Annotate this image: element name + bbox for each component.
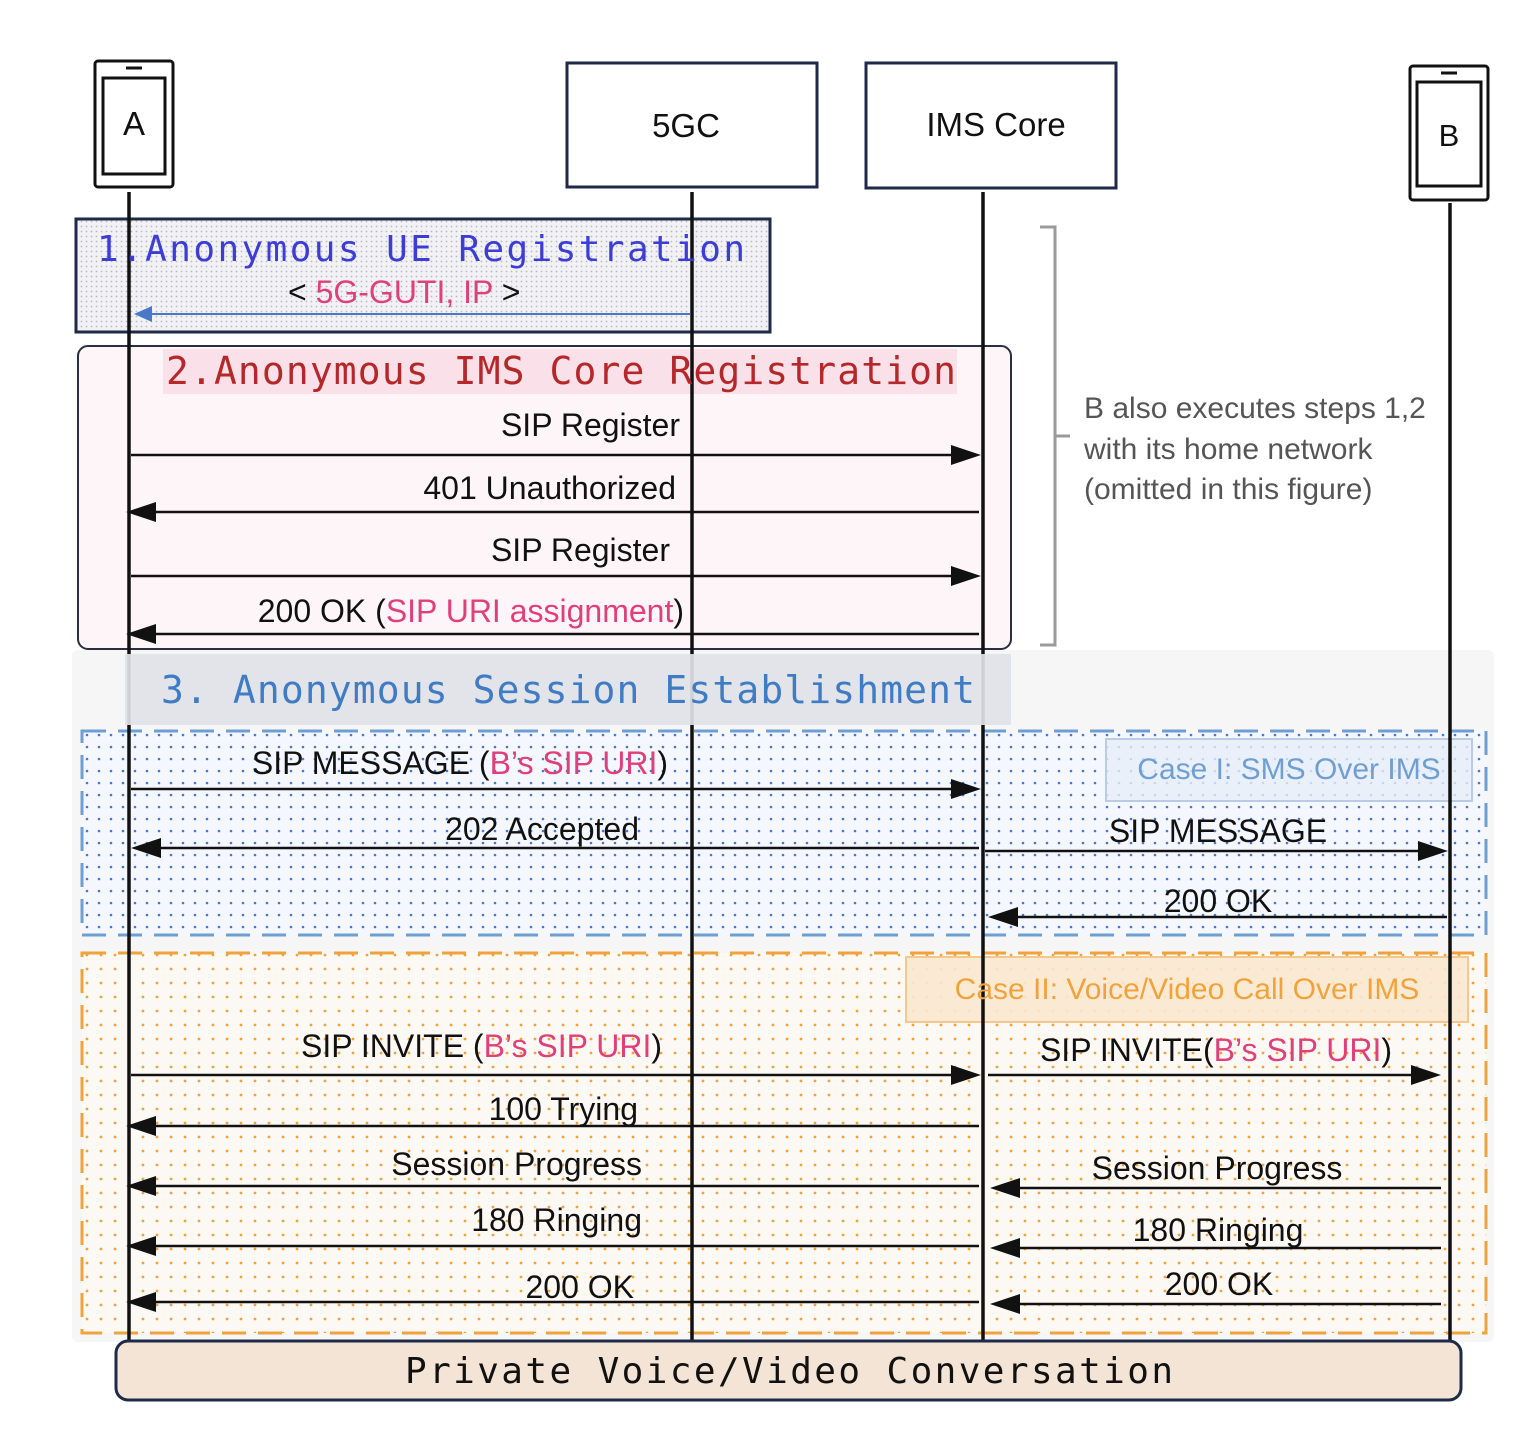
msg-sip-invite-b-arrowhead bbox=[1411, 1065, 1441, 1085]
participant-ims-core: IMS Core bbox=[864, 61, 1118, 190]
msg-180-ringing-a-label: 180 Ringing bbox=[471, 1202, 642, 1238]
msg-180-ringing-b-arrowhead bbox=[990, 1238, 1020, 1258]
msg-200-ok-sms-text: 200 OK bbox=[1164, 883, 1273, 919]
msg-200-ok-call-a-arrowhead bbox=[126, 1292, 156, 1312]
phone-screen bbox=[101, 76, 167, 176]
conversation-bar bbox=[114, 1339, 1463, 1402]
msg-401-unauthorized-text: 401 Unauthorized bbox=[423, 470, 676, 506]
step1-subtitle: < 5G-GUTI, IP > bbox=[288, 274, 520, 310]
participant-5gc: 5GC bbox=[565, 61, 819, 189]
participant-5gc-label: 5GC bbox=[652, 107, 720, 144]
step1-sub-close: > bbox=[493, 274, 521, 310]
case1-label: Case I: SMS Over IMS bbox=[1137, 753, 1440, 786]
msg-200-ok-uri-highlight: SIP URI assignment bbox=[386, 593, 674, 629]
msg-200-ok-call-b-label: 200 OK bbox=[1165, 1266, 1274, 1302]
msg-session-progress-b-arrowhead bbox=[990, 1178, 1020, 1198]
msg-401-unauthorized-arrowhead bbox=[126, 502, 156, 522]
msg-sip-message-b-arrowhead bbox=[1418, 841, 1448, 861]
msg-100-trying-text: 100 Trying bbox=[489, 1091, 638, 1127]
msg-sip-message-a-text: SIP MESSAGE ( bbox=[252, 745, 490, 781]
msg-100-trying-arrowhead bbox=[126, 1116, 156, 1136]
msg-401-unauthorized-label: 401 Unauthorized bbox=[423, 470, 676, 506]
msg-180-ringing-b-text: 180 Ringing bbox=[1133, 1212, 1304, 1248]
msg-sip-register-2-arrowhead bbox=[951, 566, 981, 586]
msg-sip-message-a-label: SIP MESSAGE (B’s SIP URI) bbox=[252, 745, 668, 781]
msg-180-ringing-a-arrowhead bbox=[126, 1236, 156, 1256]
msg-200-ok-uri-arrowhead bbox=[126, 624, 156, 644]
participant-ims-label: IMS Core bbox=[926, 106, 1065, 143]
step1-sub-highlight: 5G-GUTI, IP bbox=[316, 274, 493, 310]
msg-sip-invite-a-label: SIP INVITE (B’s SIP URI) bbox=[301, 1028, 662, 1064]
participant-a: A bbox=[93, 59, 175, 189]
case2-label-bg bbox=[905, 956, 1469, 1023]
step2-box bbox=[77, 345, 1012, 650]
step3-title: 3. Anonymous Session Establishment bbox=[161, 668, 975, 712]
case2-label: Case II: Voice/Video Call Over IMS bbox=[955, 973, 1420, 1006]
msg-session-progress-a-label: Session Progress bbox=[391, 1146, 642, 1182]
note-line-3: (omitted in this figure) bbox=[1084, 473, 1372, 506]
msg-sip-invite-a-text: SIP INVITE ( bbox=[301, 1028, 484, 1064]
msg-sip-register-1-arrowhead bbox=[951, 445, 981, 465]
step1-sub-open: < bbox=[288, 274, 316, 310]
msg-sip-invite-b-text: SIP INVITE( bbox=[1040, 1032, 1214, 1068]
msg-180-ringing-a-text: 180 Ringing bbox=[471, 1202, 642, 1238]
msg-200-ok-call-b-arrowhead bbox=[990, 1294, 1020, 1314]
msg-202-accepted-text: 202 Accepted bbox=[445, 811, 639, 847]
step2-title-bg bbox=[163, 349, 957, 394]
msg-sip-invite-a-arrowhead bbox=[951, 1065, 981, 1085]
msg-200-ok-sms-label: 200 OK bbox=[1164, 883, 1273, 919]
step3-title-bg bbox=[125, 654, 1011, 725]
phone-screen bbox=[1415, 80, 1483, 188]
msg-200-ok-call-a-text: 200 OK bbox=[525, 1269, 634, 1305]
msg-session-progress-a-arrowhead bbox=[126, 1176, 156, 1196]
case1-label-bg bbox=[1105, 738, 1473, 802]
msg-100-trying-label: 100 Trying bbox=[489, 1091, 638, 1127]
msg-200-ok-call-a-label: 200 OK bbox=[525, 1269, 634, 1305]
msg-202-accepted-label: 202 Accepted bbox=[445, 811, 639, 847]
msg-sip-invite-b-highlight: B’s SIP URI bbox=[1214, 1032, 1382, 1068]
step1-arrow-head bbox=[134, 306, 152, 322]
msg-session-progress-a-text: Session Progress bbox=[391, 1146, 642, 1182]
note-line-1: B also executes steps 1,2 bbox=[1084, 392, 1426, 425]
msg-sip-register-2-label: SIP Register bbox=[491, 532, 670, 568]
msg-200-ok-call-b-text: 200 OK bbox=[1165, 1266, 1274, 1302]
step1-title: 1.Anonymous UE Registration bbox=[97, 229, 745, 270]
msg-sip-message-b-label: SIP MESSAGE bbox=[1109, 813, 1327, 849]
msg-sip-message-a-arrowhead bbox=[951, 779, 981, 799]
msg-200-ok-uri-label: 200 OK (SIP URI assignment) bbox=[258, 593, 684, 629]
msg-200-ok-uri-suffix: ) bbox=[673, 593, 684, 629]
msg-sip-register-1-text: SIP Register bbox=[501, 407, 680, 443]
msg-202-accepted-arrowhead bbox=[131, 838, 161, 858]
msg-sip-invite-a-highlight: B’s SIP URI bbox=[484, 1028, 652, 1064]
msg-session-progress-b-label: Session Progress bbox=[1092, 1150, 1343, 1186]
msg-sip-invite-b-label: SIP INVITE(B’s SIP URI) bbox=[1040, 1032, 1392, 1068]
participant-b-label: B bbox=[1439, 118, 1460, 153]
msg-sip-invite-b-suffix: ) bbox=[1381, 1032, 1392, 1068]
participant-b: B bbox=[1408, 64, 1490, 202]
msg-sip-invite-a-suffix: ) bbox=[651, 1028, 662, 1064]
participant-a-label: A bbox=[123, 105, 145, 142]
msg-sip-message-a-suffix: ) bbox=[657, 745, 668, 781]
msg-sip-message-a-highlight: B’s SIP URI bbox=[490, 745, 658, 781]
bracket bbox=[1040, 225, 1070, 647]
msg-sip-message-b-text: SIP MESSAGE bbox=[1109, 813, 1327, 849]
step2-title: 2.Anonymous IMS Core Registration bbox=[166, 349, 956, 393]
msg-200-ok-uri-text: 200 OK ( bbox=[258, 593, 386, 629]
msg-180-ringing-b-label: 180 Ringing bbox=[1133, 1212, 1304, 1248]
msg-session-progress-b-text: Session Progress bbox=[1092, 1150, 1343, 1186]
msg-sip-register-2-text: SIP Register bbox=[491, 532, 670, 568]
note-line-2: with its home network bbox=[1083, 433, 1373, 466]
msg-200-ok-sms-arrowhead bbox=[988, 907, 1018, 927]
msg-sip-register-1-label: SIP Register bbox=[501, 407, 680, 443]
